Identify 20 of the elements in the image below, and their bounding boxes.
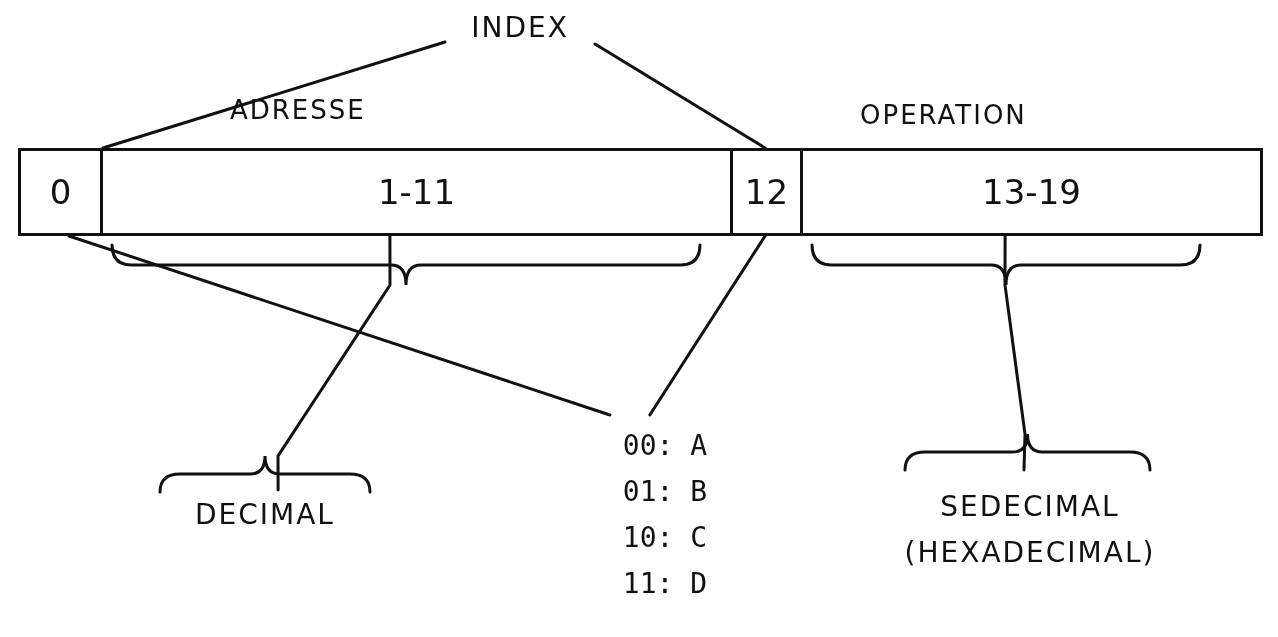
code-row-text: 01: B: [622, 474, 708, 510]
connector-line: [276, 234, 392, 492]
bit-field-cell: 12: [730, 148, 803, 236]
connector-line: [101, 40, 447, 150]
bit-field-cell: 0: [18, 148, 103, 236]
field-label: OPERATION: [860, 100, 1027, 130]
code-row-text: 10: C: [622, 520, 708, 556]
code-row-text: 00: A: [622, 428, 708, 464]
field-label: ADRESSE: [230, 95, 366, 125]
annotation-text: INDEX: [471, 10, 569, 46]
annotation-text: DECIMAL: [195, 497, 335, 533]
connector-line: [67, 234, 612, 417]
annotation-text: SEDECIMAL: [940, 489, 1120, 525]
bit-field-cell: 13-19: [800, 148, 1263, 236]
connector-line: [648, 234, 767, 417]
connector-line: [1003, 234, 1027, 472]
code-row-text: 11: D: [622, 566, 708, 602]
bit-field-cell: 1-11: [100, 148, 733, 236]
connector-line: [593, 42, 767, 150]
annotation-text: (HEXADECIMAL): [904, 535, 1156, 571]
